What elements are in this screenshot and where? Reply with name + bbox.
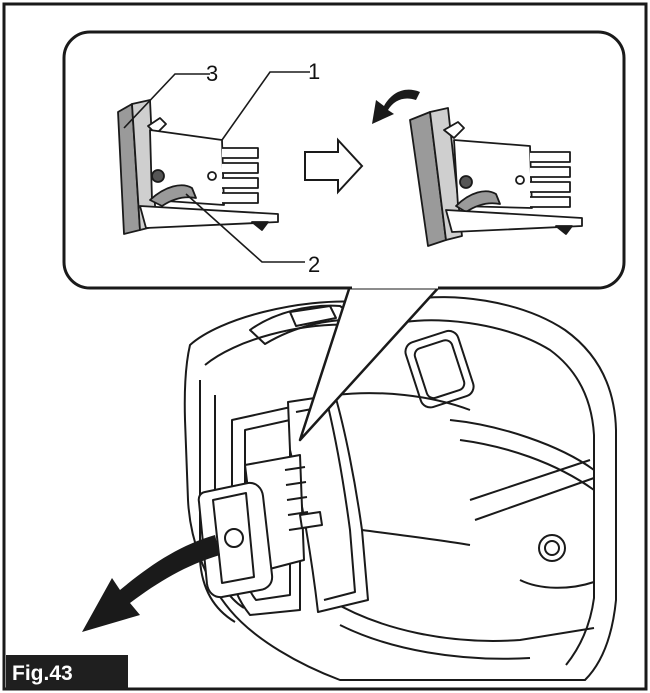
battery-cartridge	[197, 454, 323, 599]
leader-3	[123, 73, 210, 129]
pull-out-arrow	[82, 535, 220, 632]
callout-3: 3	[206, 61, 218, 86]
leader-2	[185, 193, 305, 263]
callout-1: 1	[308, 59, 320, 84]
detail-after	[409, 107, 583, 247]
figure-label-box	[6, 655, 128, 689]
transition-arrow	[304, 137, 364, 195]
rotate-arrow	[372, 89, 420, 124]
detail-before	[117, 99, 279, 235]
leader-1	[221, 71, 310, 141]
figure-label: Fig.43	[12, 662, 73, 685]
callout-2: 2	[308, 252, 320, 277]
leader-lines	[123, 71, 310, 263]
